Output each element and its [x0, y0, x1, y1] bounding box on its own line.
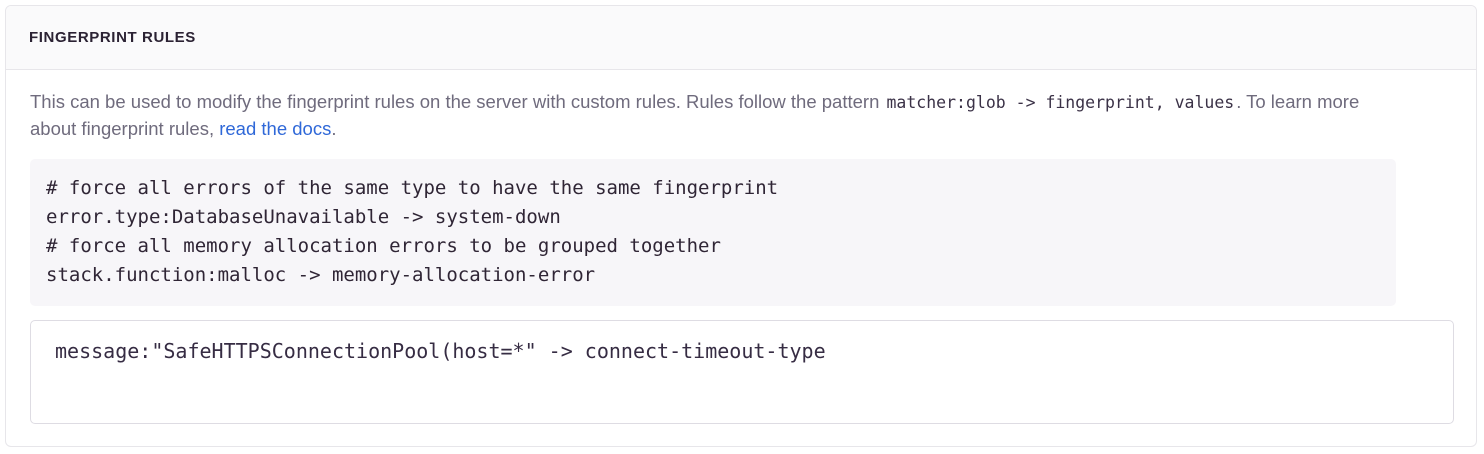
example-rules-code-block: # force all errors of the same type to h… — [30, 158, 1396, 306]
inline-code-pattern: matcher:glob -> fingerprint, values — [886, 93, 1235, 112]
description-text-part1: This can be used to modify the fingerpri… — [30, 91, 885, 112]
description-text-part3: . — [331, 117, 337, 139]
panel-body: This can be used to modify the fingerpri… — [6, 70, 1476, 424]
page-title: FINGERPRINT RULES — [29, 29, 196, 46]
panel-description: This can be used to modify the fingerpri… — [30, 89, 1390, 143]
panel-header: FINGERPRINT RULES — [6, 6, 1476, 70]
fingerprint-rules-panel: FINGERPRINT RULES This can be used to mo… — [5, 5, 1477, 447]
description-text-part2: . To learn more about fingerprint rules, — [30, 91, 1360, 139]
fingerprint-rules-input[interactable] — [30, 319, 1454, 424]
read-the-docs-link[interactable]: read the docs — [219, 117, 332, 139]
